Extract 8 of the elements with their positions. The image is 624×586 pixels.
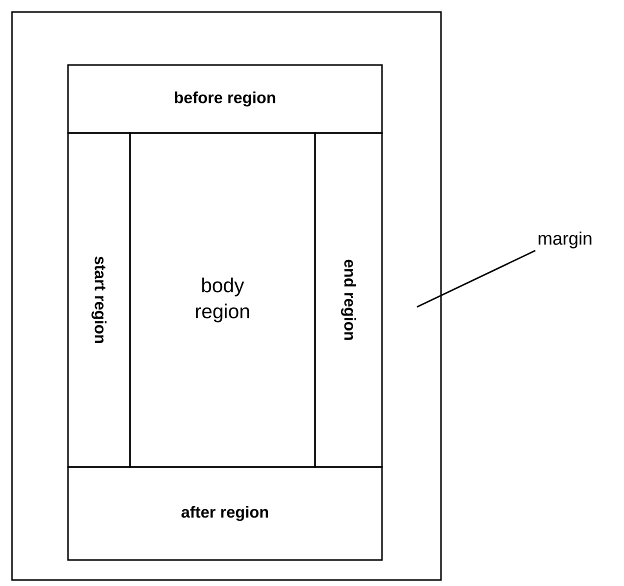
region-box: after region <box>67 466 383 561</box>
region-box: before region <box>67 64 383 134</box>
region-box: end region <box>314 132 383 468</box>
margin-label: margin <box>538 232 592 248</box>
page-box <box>11 11 442 581</box>
leader-line <box>416 250 536 308</box>
region-box: start region <box>67 132 131 468</box>
region-box: body region <box>129 132 316 468</box>
